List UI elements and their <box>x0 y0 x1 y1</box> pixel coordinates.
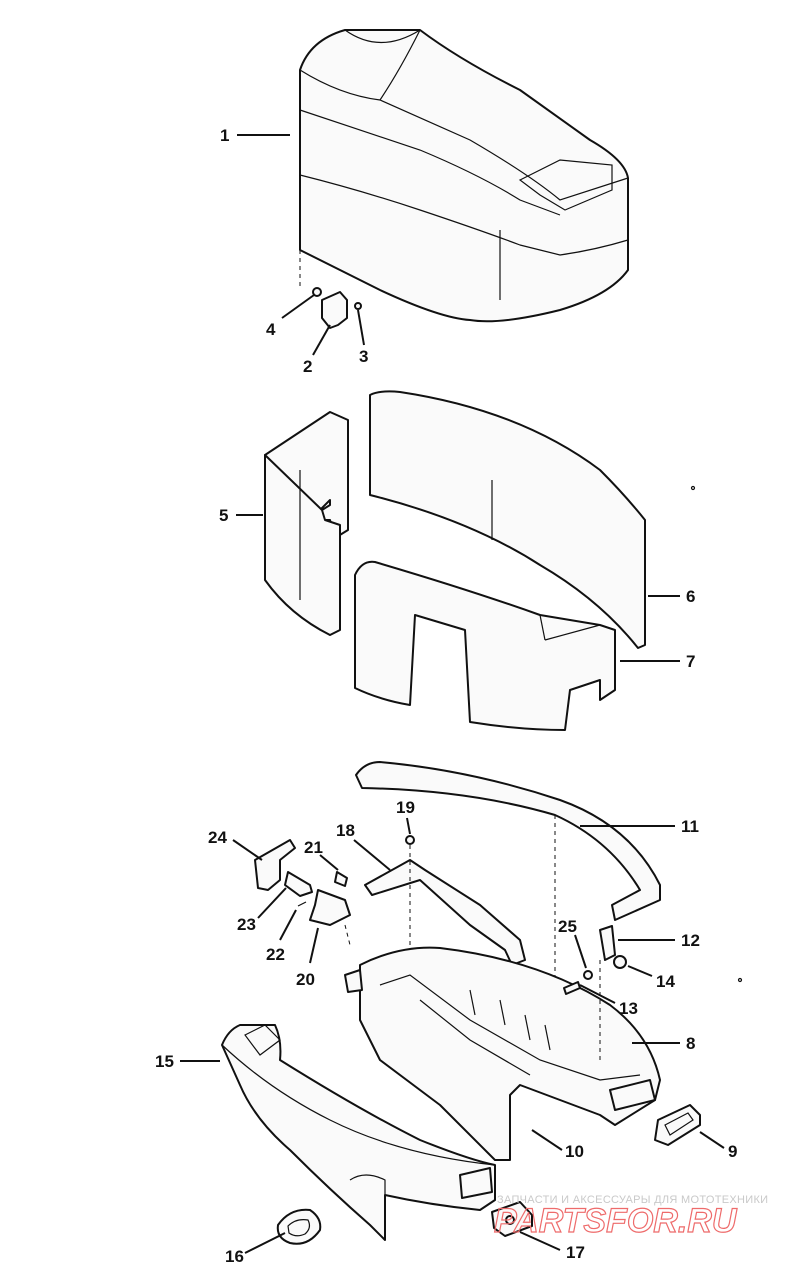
callout-15: 15 <box>155 1052 174 1071</box>
callout-2: 2 <box>303 357 312 376</box>
callout-3: 3 <box>359 347 368 366</box>
callout-11: 11 <box>681 817 699 836</box>
callout-1: 1 <box>220 126 229 145</box>
callout-4: 4 <box>266 320 276 339</box>
callout-labels: 1 2 3 4 5 6 7 8 9 10 11 12 13 14 15 16 1… <box>155 126 737 1266</box>
callout-20: 20 <box>296 970 315 989</box>
callout-23: 23 <box>237 915 256 934</box>
callout-17: 17 <box>566 1243 585 1262</box>
callout-7: 7 <box>686 652 695 671</box>
callout-24: 24 <box>208 828 227 847</box>
watermark-tagline: ЗАПЧАСТИ И АКСЕССУАРЫ ДЛЯ МОТОТЕХНИКИ <box>497 1194 768 1206</box>
callout-9: 9 <box>728 1142 737 1161</box>
lower-cowl-left <box>221 1024 496 1241</box>
callout-19: 19 <box>396 798 415 817</box>
callout-13: 13 <box>619 999 638 1018</box>
callout-16: 16 <box>225 1247 244 1266</box>
latch-hardware <box>563 925 627 1060</box>
leader-lines <box>180 134 725 1254</box>
bracket-fasteners <box>312 287 362 329</box>
grommet-17 <box>491 1201 533 1237</box>
grommet-9 <box>654 1104 701 1146</box>
callout-25: 25 <box>558 917 577 936</box>
front-panel <box>354 560 616 731</box>
rear-panel <box>369 390 646 649</box>
callout-8: 8 <box>686 1034 695 1053</box>
callout-22: 22 <box>266 945 285 964</box>
callout-14: 14 <box>656 972 675 991</box>
callout-5: 5 <box>219 506 228 525</box>
top-cowl <box>299 29 629 323</box>
watermark-brand: PARTSFOR.RU <box>494 1202 738 1240</box>
lower-cowl-right <box>344 946 661 1161</box>
callout-12: 12 <box>681 931 700 950</box>
hardware-20-24 <box>254 839 351 946</box>
top-seal-strip <box>355 761 661 1060</box>
callout-6: 6 <box>686 587 695 606</box>
callout-21: 21 <box>304 838 323 857</box>
callout-10: 10 <box>565 1142 584 1161</box>
callout-18: 18 <box>336 821 355 840</box>
side-panel <box>264 411 349 636</box>
grommet-16 <box>276 1208 322 1245</box>
watermark: ЗАПЧАСТИ И АКСЕССУАРЫ ДЛЯ МОТОТЕХНИКИ PA… <box>493 1194 768 1241</box>
